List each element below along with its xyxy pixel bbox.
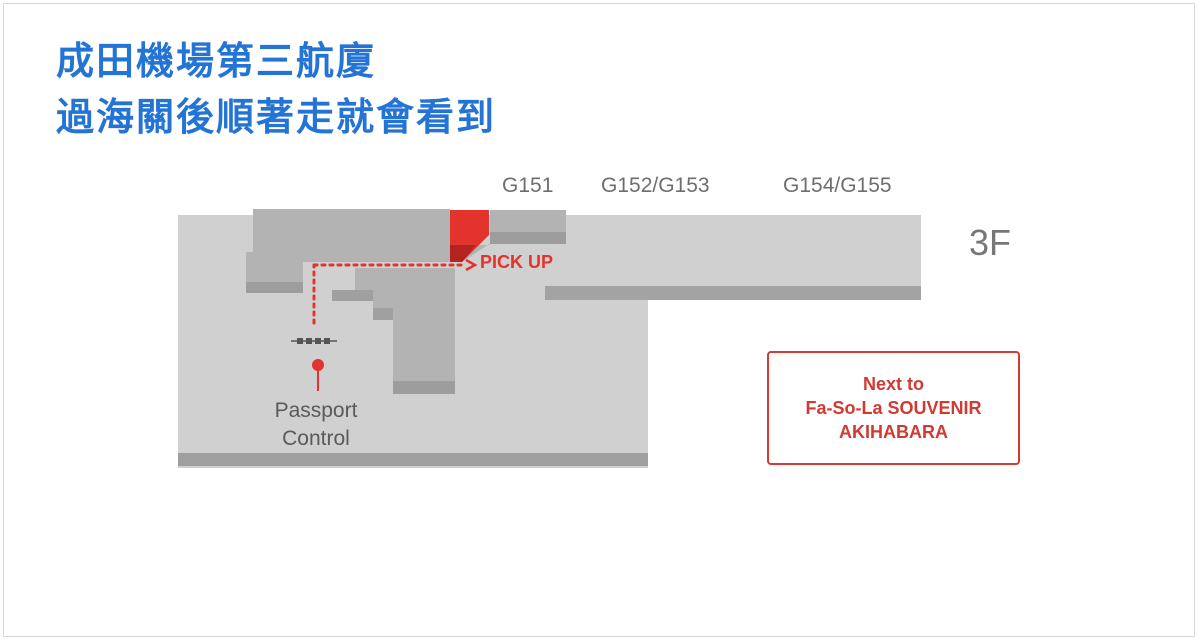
upper-left-block [246, 209, 566, 293]
central-step-2 [373, 308, 393, 320]
central-block-base [393, 381, 455, 394]
upper-left-shadow [246, 282, 303, 293]
caption-line-2: 過海關後順著走就會看到 [56, 95, 497, 139]
gate-barrier-icon [291, 338, 337, 344]
gate-label-g152-g153: G152/G153 [601, 174, 710, 197]
south-wall [178, 453, 648, 466]
passport-pin-icon [312, 359, 324, 391]
location-note-box: Next to Fa-So-La SOUVENIR AKIHABARA [767, 351, 1020, 465]
floor-east-corridor [545, 215, 921, 294]
passport-control-line-2: Control [282, 427, 350, 450]
gate-bridge-shadow [490, 232, 566, 244]
pickup-arrow-icon [465, 258, 478, 272]
pickup-zone-shadow [450, 245, 476, 262]
central-step-1 [332, 290, 373, 301]
note-line-2: Fa-So-La SOUVENIR [805, 398, 982, 418]
east-corridor-wall [545, 286, 921, 300]
caption-line-1: 成田機場第三航廈 [56, 39, 377, 83]
passport-control-line-1: Passport [274, 399, 358, 422]
pickup-label: PICK UP [480, 252, 554, 272]
floor-label: 3F [969, 222, 1012, 263]
gate-label-g151: G151 [502, 174, 554, 197]
note-line-3: AKIHABARA [839, 422, 948, 442]
gate-label-g154-g155: G154/G155 [783, 174, 892, 197]
passport-control-label: Passport Control [246, 397, 386, 453]
note-line-1: Next to [862, 374, 924, 394]
